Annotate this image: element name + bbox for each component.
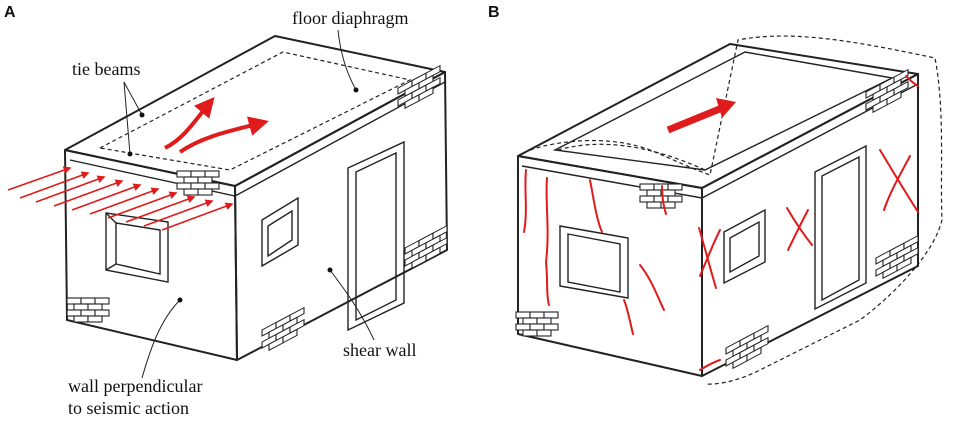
building-b: [515, 35, 943, 385]
panel-a: A: [4, 4, 448, 418]
panel-b: B: [488, 4, 943, 385]
building-a: [7, 35, 448, 361]
tie-beams-leader-1: [123, 81, 143, 116]
wall-perpendicular-label-line2: to seismic action: [68, 398, 189, 418]
tie-beams-label: tie beams: [72, 59, 140, 79]
tie-beam-line-b: [521, 83, 919, 199]
window-side-a: [261, 196, 299, 268]
brick-pattern-icon: [66, 65, 448, 355]
panel-a-label: A: [4, 4, 16, 21]
door-side-b: [814, 144, 867, 311]
shear-wall-b: [701, 73, 919, 377]
tie-beams-leader-2: [123, 81, 131, 155]
floor-diaphragm-label: floor diaphragm: [292, 8, 408, 28]
shear-wall-leader: [329, 269, 375, 341]
seismic-action-arrows-icon: [7, 166, 234, 231]
diaphragm-direction-icon: [666, 98, 736, 134]
window-front-a: [105, 212, 169, 283]
window-front-b: [559, 225, 629, 299]
diaphragm-flow-icon: [164, 96, 269, 154]
shear-wall-label: shear wall: [343, 340, 416, 360]
wall-perpendicular-label-line1: wall perpendicular: [68, 376, 202, 396]
door-side-a: [347, 140, 405, 332]
tie-beam-line: [69, 81, 446, 197]
panel-b-label: B: [488, 4, 500, 21]
floor-diaphragm-outline: [98, 51, 412, 171]
crack-pattern-icon: [523, 75, 919, 371]
shear-wall-a: [234, 71, 448, 361]
wall-perpendicular-leader: [141, 299, 181, 379]
floor-diaphragm-leader: [337, 29, 357, 91]
brick-pattern-b-icon: [515, 69, 919, 373]
window-side-b: [723, 208, 766, 285]
